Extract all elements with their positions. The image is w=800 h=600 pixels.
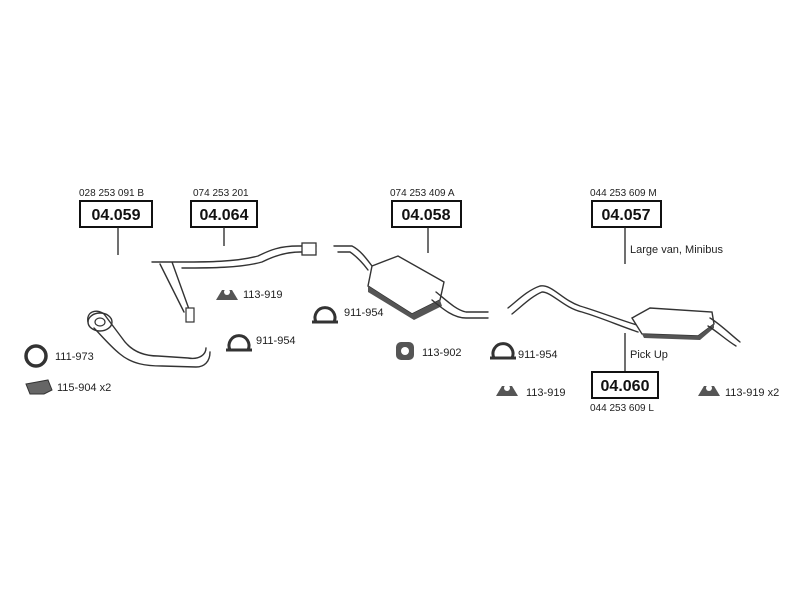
part-number: 04.059 <box>92 207 141 224</box>
outlet-pipe-edge <box>431 299 489 319</box>
accessory-label: 113-919 <box>243 289 283 301</box>
pipe-clamp-icon <box>313 306 337 323</box>
part-number-box <box>591 371 659 399</box>
mount-block-hole-icon <box>401 347 409 355</box>
application-note: Pick Up <box>630 349 668 361</box>
tail-pipe-edge <box>707 325 737 347</box>
accessory-label: 113-919 <box>526 387 566 399</box>
assembly-04-058[interactable]: 074 253 409 A 04.058 <box>333 188 489 320</box>
accessory-115-904[interactable]: 115-904 x2 <box>25 379 111 395</box>
rubber-mount-hole-icon <box>706 385 712 391</box>
accessory-label: 115-904 x2 <box>57 382 111 394</box>
part-number-box <box>190 200 258 228</box>
accessory-label: 111-973 <box>55 351 94 363</box>
tail-pipe-shape <box>709 317 741 343</box>
accessory-label: 113-919 x2 <box>725 387 779 399</box>
accessory-113-919-c[interactable]: 113-919 x2 <box>698 385 779 399</box>
flange-hole-shape <box>94 317 106 327</box>
mid-pipe-edge <box>159 251 317 313</box>
assembly-04-059[interactable]: 028 253 091 B 04.059 <box>79 188 211 368</box>
assembly-04-064[interactable]: 074 253 201 04.064 <box>151 188 317 323</box>
accessory-label: 911-954 <box>344 307 384 319</box>
rubber-mount-hole-icon <box>504 385 510 391</box>
oe-number: 044 253 609 L <box>590 403 654 414</box>
rubber-mount-hole-icon <box>224 289 230 295</box>
assembly-04-060[interactable]: Pick Up 04.060 044 253 609 L <box>590 333 668 414</box>
accessory-113-919-a[interactable]: 113-919 <box>216 289 283 301</box>
accessory-911-954-b[interactable]: 911-954 <box>312 306 384 324</box>
rear-pipe-edge <box>511 291 639 333</box>
part-number-box <box>79 200 153 228</box>
accessory-label: 911-954 <box>256 335 296 347</box>
outlet-pipe-shape <box>435 291 489 313</box>
oe-number: 074 253 201 <box>193 188 249 199</box>
flange-shape <box>87 312 113 332</box>
pipe-clamp-icon <box>227 334 251 351</box>
front-pipe-edge <box>93 327 211 368</box>
accessory-111-973[interactable]: 111-973 <box>24 344 94 368</box>
part-number-box <box>591 200 662 228</box>
part-number-box <box>391 200 462 228</box>
part-number: 04.058 <box>402 207 451 224</box>
part-number: 04.057 <box>602 207 651 224</box>
rear-silencer-shadow-shape <box>642 324 714 340</box>
mid-pipe-shape <box>151 245 317 313</box>
inlet-pipe-shape <box>333 245 373 267</box>
pipe-clamp-icon <box>491 342 515 359</box>
part-number: 04.060 <box>601 378 650 395</box>
silencer-shadow-shape <box>368 286 442 320</box>
accessory-label: 911-954 <box>518 349 558 361</box>
oe-number: 074 253 409 A <box>390 188 455 199</box>
oe-number: 044 253 609 M <box>590 188 657 199</box>
accessory-911-954-a[interactable]: 911-954 <box>226 334 296 352</box>
rear-silencer-shape <box>631 307 715 337</box>
assembly-04-057[interactable]: 044 253 609 M 04.057 Large van, Minibus <box>507 188 741 347</box>
accessory-911-954-c[interactable]: 911-954 <box>490 342 558 361</box>
gasket-ring-icon <box>24 344 48 368</box>
part-number: 04.064 <box>200 207 249 224</box>
inlet-pipe-edge <box>337 251 369 271</box>
application-note: Large van, Minibus <box>630 244 723 256</box>
accessory-113-919-b[interactable]: 113-919 <box>496 385 566 399</box>
accessory-113-902[interactable]: 113-902 <box>396 342 462 360</box>
front-pipe-shape <box>87 310 207 360</box>
pipe-end-shape <box>185 307 195 323</box>
accessory-label: 113-902 <box>422 347 462 359</box>
pipe-end-shape <box>301 242 317 256</box>
bracket-icon <box>25 379 53 395</box>
oe-number: 028 253 091 B <box>79 188 144 199</box>
rear-pipe-shape <box>507 285 641 327</box>
